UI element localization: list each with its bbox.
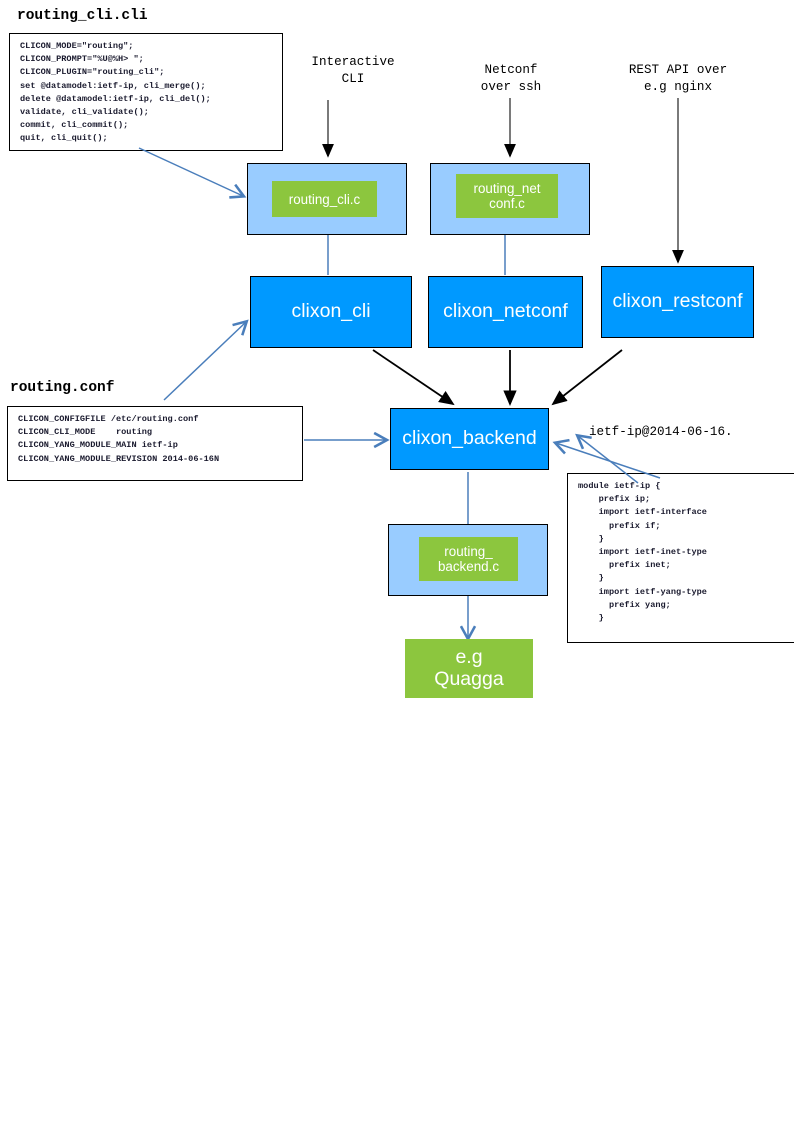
routing-cli-plugin[interactable]: routing_cli.c bbox=[272, 181, 377, 217]
clixon-backend-process[interactable]: clixon_backend bbox=[390, 408, 549, 470]
routing-netconf-plugin[interactable]: routing_net conf.c bbox=[456, 174, 558, 218]
cli-spec-title: routing_cli.cli bbox=[17, 8, 148, 24]
cli-spec-body: CLICON_MODE="routing"; CLICON_PROMPT="%U… bbox=[9, 33, 283, 151]
arrow-restconf-to-backend bbox=[551, 349, 623, 406]
clixon-netconf-process[interactable]: clixon_netconf bbox=[428, 276, 583, 348]
clixon-restconf-process[interactable]: clixon_restconf bbox=[601, 266, 754, 338]
conf-body: CLICON_CONFIGFILE /etc/routing.conf CLIC… bbox=[7, 406, 303, 481]
annotation-netconf: Netconf over ssh bbox=[480, 63, 542, 94]
conf-title: routing.conf bbox=[10, 380, 115, 396]
arrow-cli-to-backend bbox=[372, 349, 455, 406]
clixon-cli-process[interactable]: clixon_cli bbox=[250, 276, 412, 348]
arrow-cli-spec-to-plugin-host bbox=[138, 147, 247, 199]
annotation-interactive-cli: Interactive CLI bbox=[311, 55, 395, 86]
arrow-conf-to-cli bbox=[163, 319, 249, 401]
annotation-restconf: REST API over e.g nginx bbox=[628, 63, 728, 94]
yang-module-title: ietf-ip@2014-06-16. bbox=[589, 425, 733, 439]
yang-module-body: module ietf-ip { prefix ip; import ietf-… bbox=[567, 473, 794, 643]
external-routing-daemon[interactable]: e.g Quagga bbox=[405, 639, 533, 698]
routing-backend-plugin[interactable]: routing_ backend.c bbox=[419, 537, 518, 581]
